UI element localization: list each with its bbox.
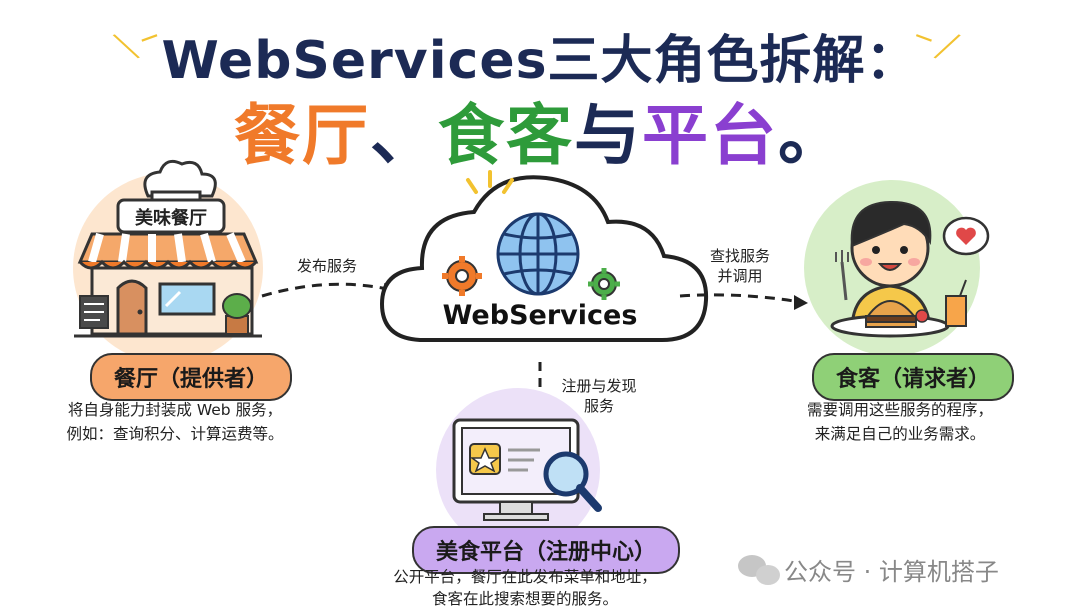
arrow-find-head — [794, 295, 808, 310]
globe-icon — [496, 212, 580, 296]
edge-label-register: 注册与发现 服务 — [554, 376, 644, 416]
gear-green-icon — [588, 268, 620, 300]
cloud-label: WebServices — [442, 300, 638, 331]
arrow-find — [679, 293, 801, 304]
edge-label-find-line1: 查找服务 — [709, 247, 770, 265]
title-line-1: WebServices三大角色拆解： — [161, 31, 919, 91]
watermark: 公众号 · 计算机搭子 — [784, 558, 999, 586]
diner-desc-line2: 来满足自己的业务需求。 — [814, 425, 986, 443]
arrow-publish — [261, 282, 393, 298]
title-line-2: 餐厅、食客与平台。 — [0, 82, 1080, 178]
title-sep-2: 与 — [574, 97, 642, 174]
restaurant-desc: 将自身能力封装成 Web 服务， 例如：查询积分、计算运费等。 — [30, 398, 320, 446]
title-diner: 食客 — [438, 97, 574, 174]
edge-label-find: 查找服务 并调用 — [690, 246, 790, 286]
platform-desc-line1: 公开平台，餐厅在此发布菜单和地址， — [393, 568, 657, 586]
restaurant-role-pill: 餐厅（提供者） — [90, 353, 293, 401]
restaurant-icon — [74, 159, 262, 338]
title-sep-1: 、 — [370, 97, 438, 174]
platform-role-pill: 美食平台（注册中心） — [412, 526, 681, 574]
diner-role-pill: 食客（请求者） — [812, 353, 1015, 401]
gear-orange-icon — [442, 256, 482, 296]
wechat-icon — [738, 555, 780, 585]
restaurant-sign: 美味餐厅 — [135, 208, 207, 229]
edge-label-publish: 发布服务 — [296, 257, 357, 275]
platform-desc: 公开平台，餐厅在此发布菜单和地址， 食客在此搜索想要的服务。 — [360, 566, 690, 610]
edge-label-find-line2: 并调用 — [717, 267, 763, 285]
diner-desc: 需要调用这些服务的程序， 来满足自己的业务需求。 — [770, 398, 1030, 446]
restaurant-desc-line1: 将自身能力封装成 Web 服务， — [67, 401, 283, 419]
title-platform: 平台 — [642, 97, 778, 174]
diner-icon — [830, 200, 990, 338]
diner-desc-line1: 需要调用这些服务的程序， — [806, 401, 993, 419]
edge-label-register-line1: 注册与发现 — [561, 377, 637, 395]
magnifier-icon — [543, 451, 602, 512]
cloud-spark-icon — [466, 170, 514, 194]
title-end: 。 — [778, 97, 846, 174]
edge-label-register-line2: 服务 — [583, 397, 614, 415]
platform-desc-line2: 食客在此搜索想要的服务。 — [431, 590, 618, 608]
title-restaurant: 餐厅 — [234, 97, 370, 174]
restaurant-desc-line2: 例如：查询积分、计算运费等。 — [66, 425, 284, 443]
